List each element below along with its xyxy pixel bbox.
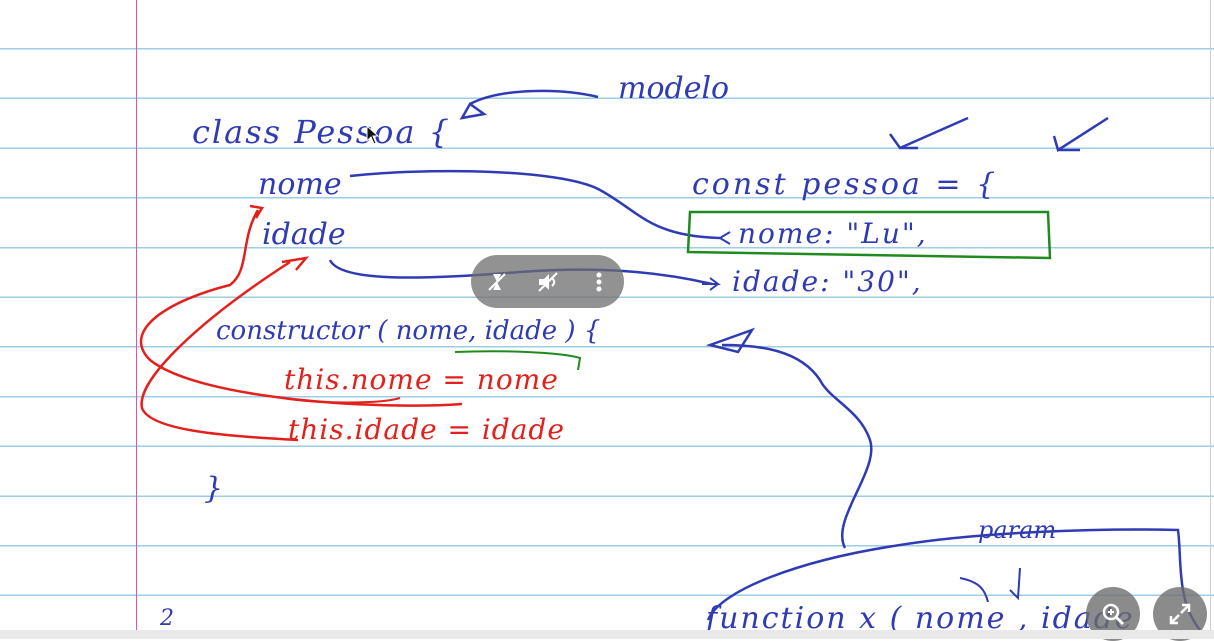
more-vertical-icon[interactable] xyxy=(582,265,616,299)
arrowhead-idade xyxy=(702,277,721,291)
expand-icon xyxy=(1169,603,1191,625)
note-this-nome: this.nome = nome xyxy=(284,363,559,396)
call-controls xyxy=(471,255,624,308)
note-nome: nome xyxy=(258,167,342,202)
note-close-brace: } xyxy=(204,471,224,506)
note-this-idade: this.idade = idade xyxy=(288,413,565,446)
arrow-modelo xyxy=(469,89,599,106)
arrowhead-this-idade xyxy=(281,256,310,271)
note-class-line: class Pessoa { xyxy=(192,113,451,151)
note-obj-nome: nome: "Lu", xyxy=(738,217,928,250)
note-modelo: modelo xyxy=(618,71,730,106)
arrowhead-modelo xyxy=(459,102,488,120)
arrow-top-1 xyxy=(888,116,969,150)
param-arrow-2 xyxy=(1009,567,1021,601)
note-param: param xyxy=(978,516,1057,544)
video-muted-icon[interactable] xyxy=(480,265,514,299)
arrow-top-2 xyxy=(1052,116,1109,152)
margin-line xyxy=(136,0,137,639)
note-obj-idade: idade: "30", xyxy=(732,265,923,298)
param-arrow-1 xyxy=(959,577,989,603)
arrowhead-nome xyxy=(719,231,731,245)
mouse-cursor-icon xyxy=(366,125,380,145)
page-number: 2 xyxy=(160,606,174,631)
link-nome xyxy=(349,169,721,240)
arrow-this-idade xyxy=(140,260,299,442)
audio-muted-icon[interactable] xyxy=(531,265,565,299)
arrowhead-this-nome xyxy=(249,204,265,219)
zoom-in-icon xyxy=(1102,603,1125,626)
page-edge xyxy=(1210,0,1211,639)
note-constructor: constructor ( nome, idade ) { xyxy=(216,316,601,346)
underline-this xyxy=(281,397,401,404)
bottom-scrollbar[interactable] xyxy=(0,630,1214,639)
arrow-function-constructor xyxy=(721,343,873,549)
note-const-line: const pessoa = { xyxy=(692,167,999,202)
arrowhead-constructor xyxy=(705,327,756,354)
note-idade: idade xyxy=(262,217,346,252)
